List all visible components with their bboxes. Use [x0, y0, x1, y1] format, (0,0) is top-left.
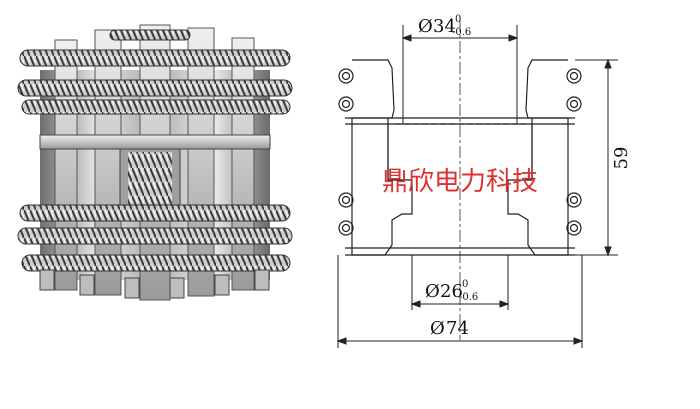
dim-height-value: 59 [611, 147, 632, 170]
dim-top-symbol: Ø [418, 16, 433, 37]
dim-top-tol-upper: 0 [455, 14, 461, 25]
spring-circles [338, 68, 582, 236]
middle-band [39, 134, 271, 150]
dim-outer-label: Ø 74 [430, 318, 469, 339]
dim-top-lines [401, 25, 519, 124]
dim-top-label: Ø 34 0 -0.6 [418, 14, 471, 38]
dim-outer-value: 74 [446, 318, 469, 339]
dim-outer-lines [336, 255, 584, 348]
dim-bottom-lines [410, 255, 510, 310]
dim-height-lines [575, 58, 618, 257]
dim-bottom-tol-lower: -0.6 [459, 292, 478, 303]
technical-drawing [336, 20, 618, 348]
upper-springs [17, 29, 293, 115]
lower-springs [17, 204, 293, 272]
dim-outer-symbol: Ø [430, 318, 445, 339]
dim-bottom-tol-upper: 0 [462, 279, 468, 290]
dim-top-tol-lower: -0.6 [452, 27, 471, 38]
dim-bottom-label: Ø 26 0 -0.6 [425, 279, 478, 303]
plates [345, 117, 575, 256]
bottom-tabs [39, 269, 270, 299]
dim-top-value: 34 [433, 16, 456, 37]
dim-bottom-symbol: Ø [425, 281, 440, 302]
contact-assembly-photo [17, 24, 293, 301]
dim-bottom-value: 26 [440, 281, 463, 302]
watermark-text: 鼎欣电力科技 [382, 167, 538, 197]
